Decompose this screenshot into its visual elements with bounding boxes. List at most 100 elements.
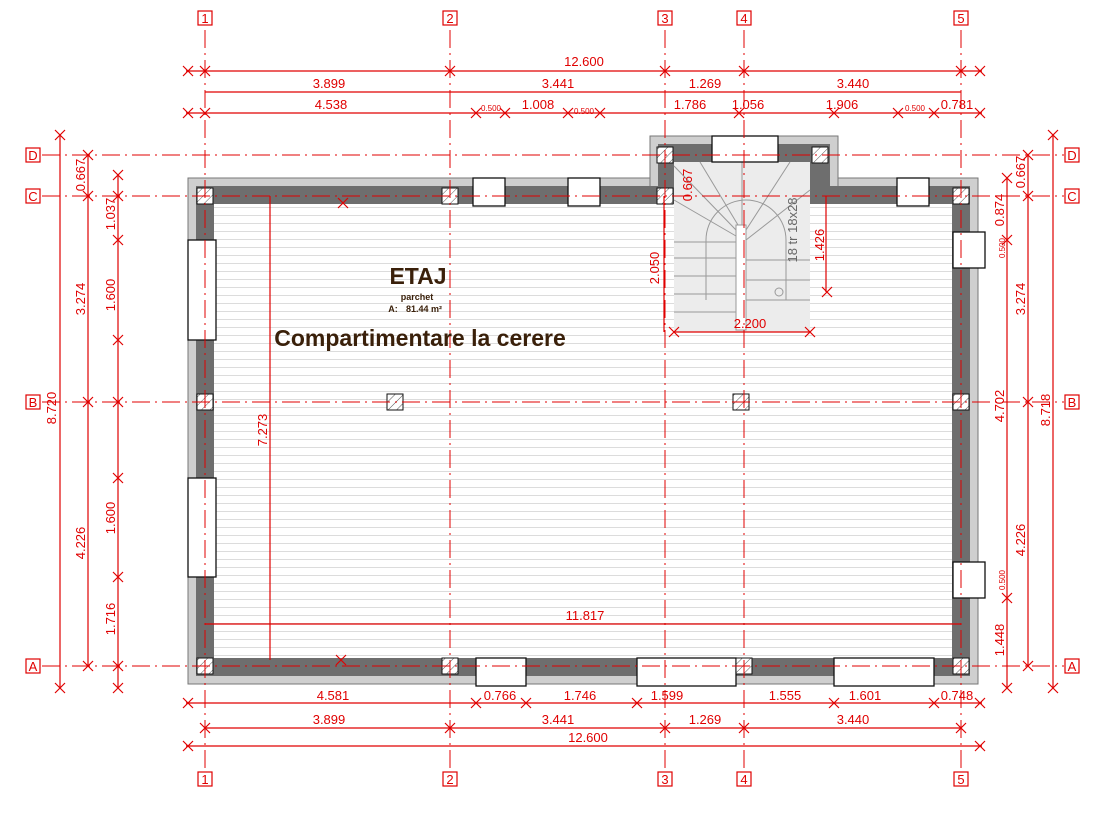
- svg-text:C: C: [1067, 189, 1076, 204]
- svg-text:A: A: [1068, 659, 1077, 674]
- dim-right-opening: 0.874: [992, 194, 1007, 227]
- grid-bubbles: 1 2 3 4 5 1 2 3 4 5 D C B A D C B A: [25, 10, 1080, 787]
- dim-bottom-total: 12.600: [568, 730, 608, 745]
- dimension-tick: [804, 326, 816, 338]
- dim-left-opening: 1.716: [103, 603, 118, 636]
- svg-text:4: 4: [740, 11, 747, 26]
- stair-label: 18 tr 18x28: [785, 197, 800, 262]
- grid-bubble-A-right: A: [1064, 658, 1080, 674]
- svg-text:3: 3: [661, 11, 668, 26]
- grid-bubble-1-top: 1: [197, 10, 213, 26]
- grid-bubble-5-top: 5: [953, 10, 969, 26]
- dim-bottom-opening: 0.748: [941, 688, 974, 703]
- dimension-tick: [1047, 682, 1059, 694]
- dimension-tick: [1047, 129, 1059, 141]
- svg-text:2: 2: [446, 11, 453, 26]
- dimension-tick: [1001, 234, 1013, 246]
- dimension-tick: [112, 234, 124, 246]
- dim-top-axis: 3.899: [313, 76, 346, 91]
- dimension-tick: [499, 107, 511, 119]
- grid-bubble-D-right: D: [1064, 147, 1080, 163]
- grid-bubble-5-bottom: 5: [953, 771, 969, 787]
- dim-top-total: 12.600: [564, 54, 604, 69]
- dimension-tick: [470, 697, 482, 709]
- dimension-tick: [112, 396, 124, 408]
- grid-lines: [42, 30, 1064, 770]
- dimension-tick: [974, 740, 986, 752]
- dim-bottom-opening: 1.601: [849, 688, 882, 703]
- dim-left-opening: 1.600: [103, 502, 118, 535]
- dimension-tick: [955, 722, 967, 734]
- dim-top-opening: 0.781: [941, 97, 974, 112]
- dim-right-axis: 0.667: [1013, 156, 1028, 189]
- dimension-tick: [199, 722, 211, 734]
- dimension-tick: [444, 722, 456, 734]
- svg-text:3: 3: [661, 772, 668, 787]
- dim-top-axis: 3.440: [837, 76, 870, 91]
- dim-right-axis: 3.274: [1013, 283, 1028, 316]
- dim-right-opening: 0.500: [998, 237, 1007, 258]
- dim-bottom-opening: 4.581: [317, 688, 350, 703]
- grid-bubble-3-top: 3: [657, 10, 673, 26]
- grid-bubble-C-left: C: [25, 188, 41, 204]
- dimension-tick: [1001, 172, 1013, 184]
- dim-bottom-axis: 3.899: [313, 712, 346, 727]
- stair: [673, 161, 811, 331]
- grid-bubble-C-right: C: [1064, 188, 1080, 204]
- dimension-tick: [82, 660, 94, 672]
- dimension-tick: [112, 660, 124, 672]
- dimension-tick: [112, 571, 124, 583]
- right-dimensions: 0.874 0.500 4.702 0.500 1.448 0.667 3.27…: [992, 156, 1053, 657]
- dimension-tick: [82, 396, 94, 408]
- dimension-tick: [470, 107, 482, 119]
- dim-bottom-axis: 1.269: [689, 712, 722, 727]
- top-dimensions: 12.600 3.899 3.441 1.269 3.440 4.538 0.5…: [313, 54, 974, 116]
- svg-text:A: A: [29, 659, 38, 674]
- dim-stair: 0.667: [680, 169, 695, 202]
- dim-top-opening: 0.500: [905, 104, 926, 113]
- dim-top-opening: 4.538: [315, 97, 348, 112]
- dimension-tick: [928, 107, 940, 119]
- dimension-tick: [337, 197, 349, 209]
- dim-left-total: 8.720: [44, 392, 59, 425]
- dim-left-opening: 1.600: [103, 279, 118, 312]
- dimension-tick: [182, 107, 194, 119]
- left-dimensions: 8.720 0.667 3.274 4.226 1.037 1.600 1.60…: [44, 159, 118, 636]
- dim-left-opening: 1.037: [103, 198, 118, 231]
- room-area-label: A:: [388, 304, 398, 314]
- dim-left-axis: 0.667: [73, 159, 88, 192]
- grid-bubble-3-bottom: 3: [657, 771, 673, 787]
- room-floor: parchet: [401, 292, 434, 302]
- dim-stair: 2.200: [734, 316, 767, 331]
- column-hatch: [812, 147, 828, 163]
- dim-top-opening: 0.500: [481, 104, 502, 113]
- dimension-tick: [82, 149, 94, 161]
- dim-top-opening: 1.008: [522, 97, 555, 112]
- svg-text:5: 5: [957, 11, 964, 26]
- dimension-tick: [928, 697, 940, 709]
- dimension-tick: [199, 65, 211, 77]
- walls: [187, 135, 979, 685]
- dimension-tick: [738, 722, 750, 734]
- grid-bubble-B-left: B: [25, 394, 41, 410]
- dim-top-opening: 1.786: [674, 97, 707, 112]
- dim-top-opening: 1.906: [826, 97, 859, 112]
- room-name: ETAJ: [389, 263, 446, 289]
- dim-right-total: 8.718: [1038, 394, 1053, 427]
- dimension-tick: [112, 169, 124, 181]
- dimension-tick: [594, 107, 606, 119]
- svg-text:C: C: [28, 189, 37, 204]
- dim-top-opening: 1.056: [732, 97, 765, 112]
- dimension-tick: [733, 107, 745, 119]
- dimension-tick: [659, 722, 671, 734]
- dimension-tick: [335, 654, 347, 666]
- dimension-lines: [54, 65, 1059, 752]
- dim-right-opening: 1.448: [992, 624, 1007, 657]
- grid-bubble-4-top: 4: [736, 10, 752, 26]
- grid-bubble-1-bottom: 1: [197, 771, 213, 787]
- dimension-tick: [112, 682, 124, 694]
- dimension-tick: [738, 65, 750, 77]
- dim-bottom-axis: 3.441: [542, 712, 575, 727]
- grid-bubble-4-bottom: 4: [736, 771, 752, 787]
